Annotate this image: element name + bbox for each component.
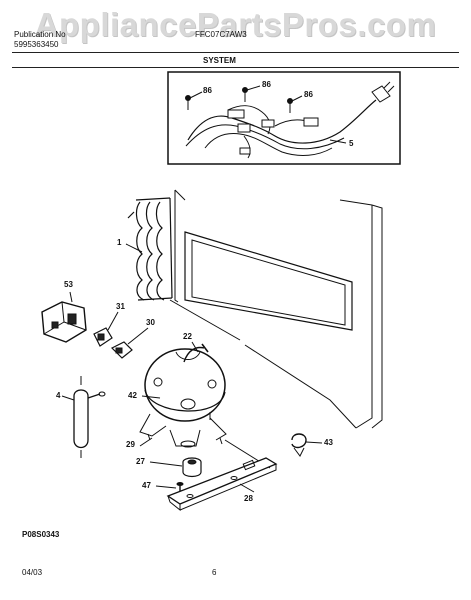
callout-27: 27 — [136, 457, 145, 466]
leader-29 — [139, 437, 153, 447]
callout-29: 29 — [126, 440, 135, 449]
condenser-coil — [127, 197, 173, 301]
figure-code: P08S0343 — [22, 530, 60, 539]
leader-42 — [141, 395, 161, 399]
compressor — [139, 343, 227, 448]
terminal-cover-clip — [93, 327, 113, 347]
leader-31 — [107, 311, 119, 331]
leader-22 — [191, 341, 199, 353]
tubing-clamp — [291, 433, 307, 457]
cover-30 — [110, 341, 133, 359]
callout-42: 42 — [128, 391, 137, 400]
leader-43 — [305, 441, 323, 444]
leader-27 — [149, 461, 183, 467]
filter-drier — [73, 376, 106, 458]
callout-1: 1 — [117, 238, 122, 247]
section-title: SYSTEM — [203, 56, 236, 65]
footer-date: 04/03 — [22, 568, 43, 577]
callout-86-a: 86 — [203, 86, 212, 95]
callout-30: 30 — [146, 318, 155, 327]
publication-label: Publication No — [14, 30, 66, 39]
wiring-inset — [167, 71, 401, 165]
callout-4: 4 — [56, 391, 61, 400]
mounting-bracket — [166, 457, 278, 512]
relay-overload — [41, 301, 87, 343]
leader-53 — [69, 291, 73, 303]
callout-31: 31 — [116, 302, 125, 311]
cabinet-outline — [169, 189, 383, 469]
leader-30 — [127, 327, 149, 345]
section-rule — [12, 67, 459, 68]
leader-1 — [125, 243, 143, 253]
page-number: 6 — [212, 568, 217, 577]
publication-number: 5995363450 — [14, 40, 59, 49]
callout-86-b: 86 — [262, 80, 271, 89]
leader-47 — [155, 485, 177, 489]
callout-43: 43 — [324, 438, 333, 447]
callout-86-c: 86 — [304, 90, 313, 99]
callout-47: 47 — [142, 481, 151, 490]
grommet — [182, 457, 202, 478]
watermark: AppliancePartsPros.com — [34, 6, 437, 43]
callout-53: 53 — [64, 280, 73, 289]
header-rule — [12, 52, 459, 53]
callout-28: 28 — [244, 494, 253, 503]
model-number: FFC07C7AW3 — [195, 30, 247, 39]
leader-28 — [239, 483, 255, 493]
callout-5: 5 — [349, 139, 354, 148]
leader-4 — [61, 395, 75, 401]
callout-22: 22 — [183, 332, 192, 341]
